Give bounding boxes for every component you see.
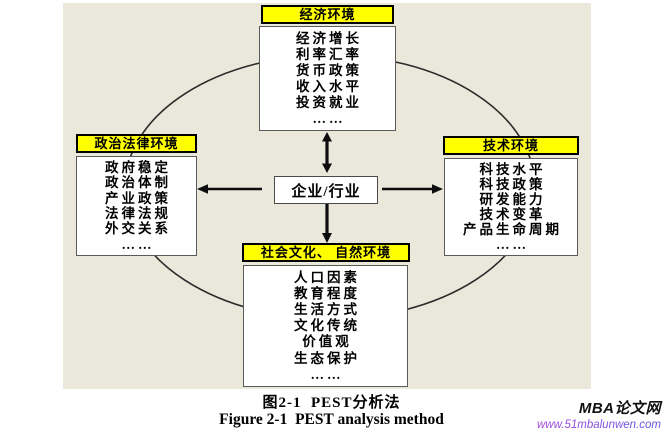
social-natural-environment-list: 人口因素教育程度生活方式文化传统价值观生态保护…… [243,265,408,387]
list-item: …… [121,236,155,252]
list-item: 利率汇率 [296,46,362,62]
list-item: 人口因素 [294,269,360,285]
figure-caption-en: Figure 2-1 PEST analysis method [219,411,444,428]
watermark-site-name: MBA论文网 [578,400,661,417]
list-item: 生活方式 [294,302,360,318]
technological-environment-header: 技术环境 [443,136,579,155]
watermark: MBA论文网 www.51mbalunwen.com [441,399,661,432]
list-item: 技术变革 [479,206,546,222]
list-item: 科技政策 [479,176,546,192]
list-item: 研发能力 [479,191,546,207]
list-item: 货币政策 [296,62,362,78]
watermark-site-url: www.51mbalunwen.com [441,419,661,433]
list-item: 投资就业 [296,94,362,110]
list-item: 产业政策 [105,190,171,206]
list-item: 政治体制 [105,175,171,191]
figure-caption-zh: 图2-1 PEST分析法 [262,395,401,411]
list-item: 政府稳定 [105,159,171,175]
list-item: …… [312,110,346,126]
technological-environment-list: 科技水平科技政策研发能力技术变革产品生命周期…… [444,158,578,256]
list-item: …… [310,366,344,382]
social-natural-environment-header: 社会文化、 自然环境 [242,243,410,262]
economic-environment-list: 经济增长利率汇率货币政策收入水平投资就业…… [259,26,396,131]
list-item: 产品生命周期 [463,221,562,237]
list-item: 教育程度 [294,285,360,301]
list-item: 法律法规 [105,205,171,221]
enterprise-industry-center-box: 企业/行业 [274,176,378,204]
list-item: …… [496,236,529,252]
list-item: 生态保护 [294,350,360,366]
list-item: 文化传统 [294,318,360,334]
list-item: 经济增长 [296,30,362,46]
political-legal-environment-header: 政治法律环境 [76,134,197,153]
list-item: 价值观 [302,334,352,350]
list-item: 外交关系 [105,221,171,237]
list-item: 收入水平 [296,78,362,94]
list-item: 科技水平 [479,161,546,177]
economic-environment-header: 经济环境 [261,5,394,24]
political-legal-environment-list: 政府稳定政治体制产业政策法律法规外交关系…… [76,156,197,256]
